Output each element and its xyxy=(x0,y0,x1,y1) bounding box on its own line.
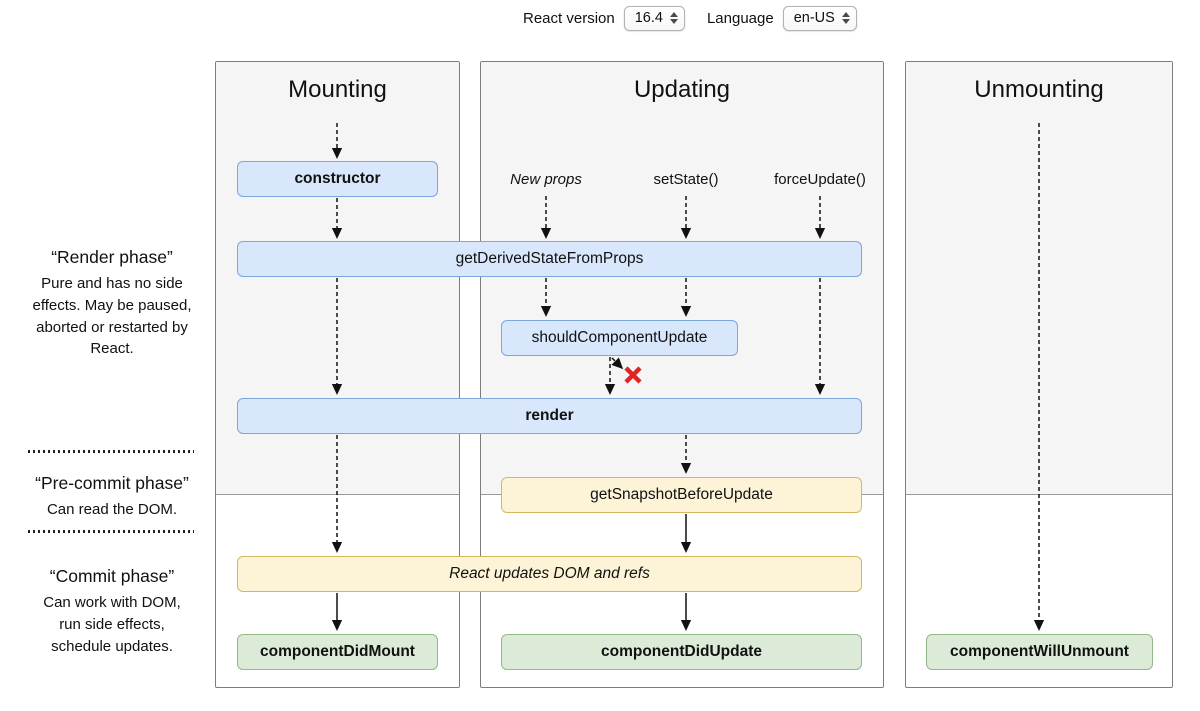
select-stepper-icon xyxy=(841,12,850,24)
box-componentdidupdate[interactable]: componentDidUpdate xyxy=(501,634,862,670)
box-getderivedstatefromprops[interactable]: getDerivedStateFromProps xyxy=(237,241,862,277)
phase-description: Can read the DOM. xyxy=(46,501,178,518)
box-react-updates-dom: React updates DOM and refs xyxy=(237,556,862,592)
box-getsnapshotbeforeupdate[interactable]: getSnapshotBeforeUpdate xyxy=(501,477,862,513)
trigger-new-props: New props xyxy=(510,171,582,188)
phase-label-commit: “Commit phase” Can work with DOM, run si… xyxy=(24,566,200,657)
phase-label-precommit: “Pre-commit phase” Can read the DOM. xyxy=(24,473,200,521)
phase-title: “Commit phase” xyxy=(49,566,175,586)
phase-description: Pure and has no side effects. May be pau… xyxy=(32,275,192,358)
react-version-select[interactable]: 16.4 xyxy=(623,5,685,31)
trigger-setstate: setState() xyxy=(653,171,719,188)
box-constructor[interactable]: constructor xyxy=(237,161,438,197)
phase-separator xyxy=(28,450,194,453)
column-title-unmounting: Unmounting xyxy=(974,76,1104,103)
language-value: en-US xyxy=(793,10,835,26)
render-phase-region xyxy=(906,62,1172,495)
language-select[interactable]: en-US xyxy=(782,5,857,31)
box-shouldcomponentupdate[interactable]: shouldComponentUpdate xyxy=(501,320,738,356)
trigger-forceupdate: forceUpdate() xyxy=(774,171,866,188)
column-title-mounting: Mounting xyxy=(288,76,387,103)
column-updating: Updating xyxy=(480,61,884,688)
column-title-updating: Updating xyxy=(633,76,731,103)
phase-title: “Pre-commit phase” xyxy=(35,473,189,493)
phase-separator xyxy=(28,530,194,533)
phase-label-render: “Render phase” Pure and has no side effe… xyxy=(24,247,200,360)
diagram-controls: React version 16.4 Language en-US xyxy=(523,5,857,31)
column-unmounting: Unmounting xyxy=(905,61,1173,688)
language-label: Language xyxy=(706,9,774,27)
react-version-label: React version xyxy=(523,9,615,27)
box-render[interactable]: render xyxy=(237,398,862,434)
column-mounting: Mounting xyxy=(215,61,460,688)
react-version-value: 16.4 xyxy=(634,10,663,26)
box-componentdidmount[interactable]: componentDidMount xyxy=(237,634,438,670)
box-componentwillunmount[interactable]: componentWillUnmount xyxy=(926,634,1153,670)
select-stepper-icon xyxy=(669,12,678,24)
phase-title: “Render phase” xyxy=(51,247,173,267)
phase-description: Can work with DOM, run side effects, sch… xyxy=(43,594,181,655)
